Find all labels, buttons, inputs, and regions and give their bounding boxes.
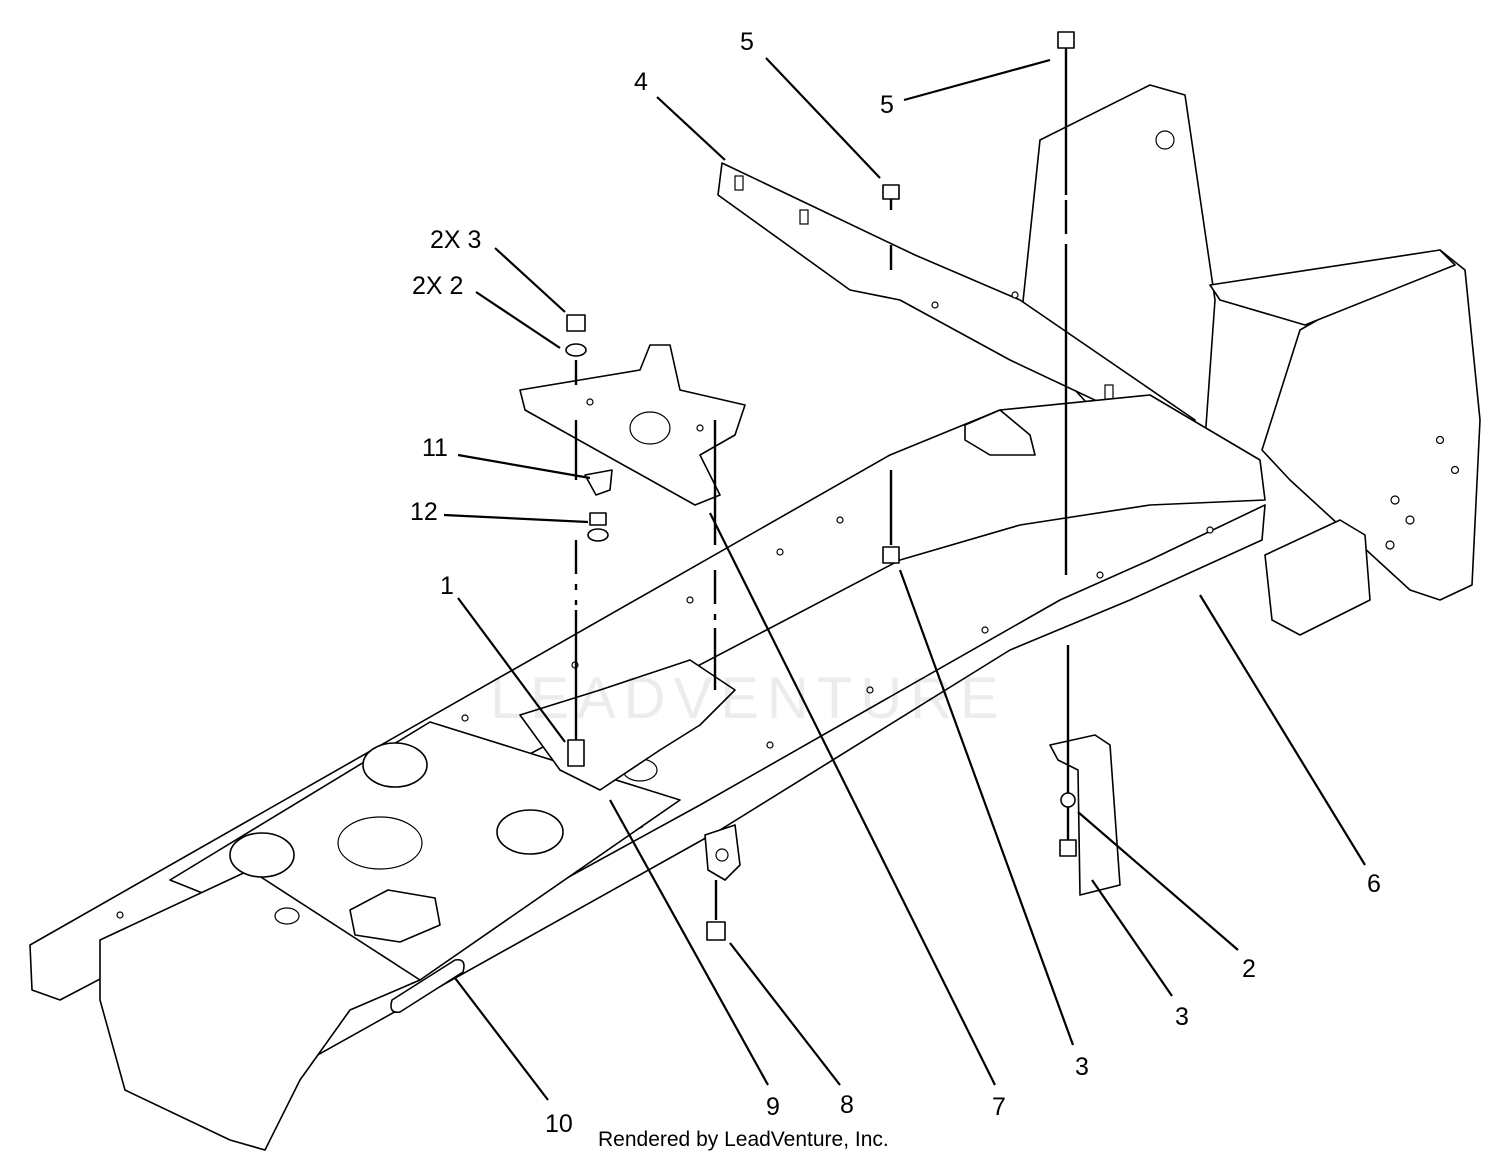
leader-10 [454, 977, 549, 1101]
leader-2 [1077, 811, 1239, 951]
leader-lines [443, 57, 1366, 1101]
callout-2: 2 [1242, 955, 1256, 983]
callout-2x2: 2X 2 [412, 272, 463, 300]
callout-4: 4 [634, 68, 648, 96]
callout-12: 12 [410, 498, 438, 526]
callout-11: 11 [422, 434, 448, 462]
callout-7: 7 [992, 1093, 1006, 1121]
watermark-text: LEADVENTURE [490, 666, 1007, 731]
leader-5b [903, 58, 1051, 102]
leader-3b [898, 569, 1075, 1046]
callout-1: 1 [440, 572, 454, 600]
callout-6: 6 [1367, 870, 1381, 898]
leader-8 [729, 942, 841, 1086]
callout-10: 10 [545, 1110, 573, 1138]
bolt-head [1057, 31, 1075, 49]
callout-8: 8 [840, 1091, 854, 1119]
leader-2x2 [475, 291, 561, 349]
j-bracket-part-3 [964, 409, 1121, 896]
leader-1 [457, 597, 566, 743]
leader-6 [1199, 594, 1366, 866]
leader-5a [765, 57, 881, 179]
rail-slot [390, 958, 465, 1014]
callout-2x3: 2X 3 [430, 226, 481, 254]
callout-labels: 5 5 4 2X 3 2X 2 11 12 1 6 2 3 3 7 8 9 10 [410, 28, 1381, 1138]
leader-11 [457, 453, 591, 480]
leader-3a [1091, 879, 1173, 997]
engine-deck-plate [99, 721, 681, 1151]
callout-5b: 5 [880, 91, 894, 119]
hanger-part-8 [704, 824, 741, 881]
fasteners [565, 31, 1077, 941]
seat-mount-bracket-part-7 [519, 344, 746, 506]
leader-2x3 [494, 247, 566, 313]
leader-4 [656, 96, 726, 161]
render-credit: Rendered by LeadVenture, Inc. [598, 1128, 889, 1151]
callout-3b: 3 [1075, 1053, 1089, 1081]
bolt-part-1 [567, 739, 585, 767]
callout-5a: 5 [740, 28, 754, 56]
callout-3a: 3 [1175, 1003, 1189, 1031]
leader-7 [709, 512, 996, 1086]
leader-9 [609, 799, 769, 1086]
callout-9: 9 [766, 1093, 780, 1121]
leader-12 [443, 513, 589, 524]
